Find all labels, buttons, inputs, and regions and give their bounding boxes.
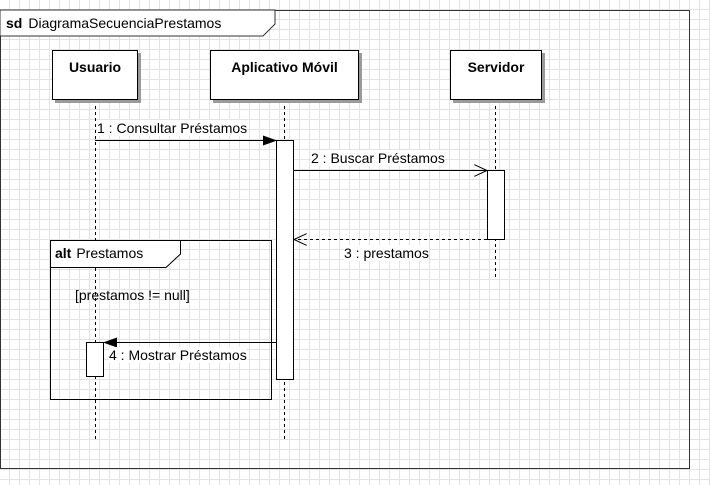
alt-guard: [prestamos != null]: [75, 287, 190, 303]
activation-app: [276, 140, 294, 380]
frame-keyword: sd: [6, 15, 23, 31]
message-1-label[interactable]: 1 : Consultar Préstamos: [97, 120, 248, 136]
lifeline-app-label: Aplicativo Móvil: [231, 59, 338, 75]
frame-tab-shape: [0, 9, 276, 37]
alt-operator: alt: [55, 245, 72, 261]
lifeline-aplicativo-movil[interactable]: Aplicativo Móvil: [210, 50, 359, 100]
lifeline-servidor[interactable]: Servidor: [450, 50, 542, 100]
lifeline-usuario-label: Usuario: [68, 59, 122, 75]
message-2-label[interactable]: 2 : Buscar Préstamos: [311, 150, 445, 166]
message-4-label[interactable]: 4 : Mostrar Préstamos: [109, 347, 247, 363]
alt-fragment-tab: [50, 240, 181, 268]
alt-name: Prestamos: [76, 245, 144, 261]
message-3-label[interactable]: 3 : prestamos: [344, 245, 429, 261]
frame-title: sd DiagramaSecuenciaPrestamos: [0, 10, 221, 36]
lifeline-usuario[interactable]: Usuario: [52, 50, 138, 100]
activation-servidor: [487, 170, 505, 240]
lifeline-servidor-label: Servidor: [467, 59, 525, 75]
frame-name: DiagramaSecuenciaPrestamos: [28, 15, 222, 31]
diagram-frame: [0, 10, 690, 469]
activation-usuario: [86, 342, 104, 377]
